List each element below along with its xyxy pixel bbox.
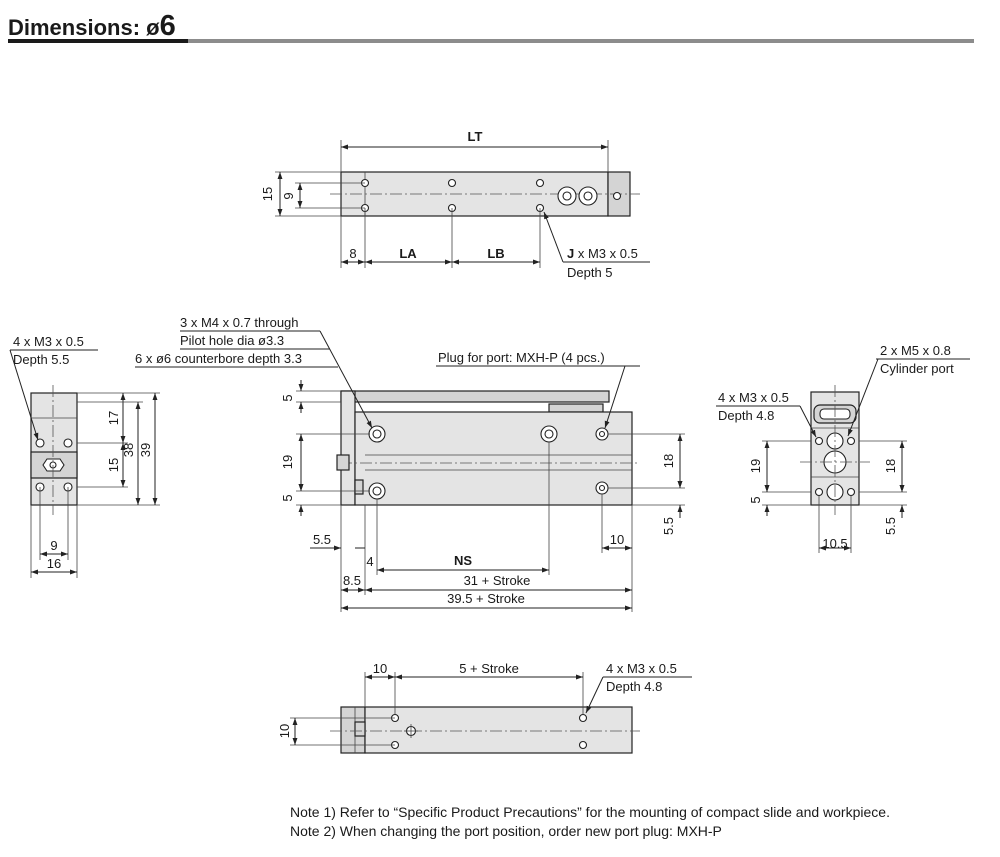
title-symbol: ø [146,15,160,40]
title-prefix: Dimensions: [8,15,147,40]
dim-19-right: 19 [748,459,763,473]
dim-17: 17 [106,411,121,425]
title-rule [8,39,974,43]
mounting-hole [35,438,45,448]
note-2: Note 2) When changing the port position,… [290,823,722,839]
notes: Note 1) Refer to “Specific Product Preca… [290,803,890,841]
dim-8: 8 [349,246,356,261]
dim-10: 10 [610,532,624,547]
title-rule-accent [8,39,188,43]
callout-pilot: Pilot hole dia ø3.3 [180,333,284,348]
front-end-plate [340,390,356,506]
dim-5-bottom: 5 [280,494,295,501]
dim-15-left: 15 [106,458,121,472]
right-thread-depth: Depth 4.8 [718,408,774,423]
bottom-view-body [364,706,633,754]
dim-18: 18 [661,454,676,468]
callout-m4: 3 x M4 x 0.7 through [180,315,299,330]
dim-31-stroke: 31 + Stroke [464,573,531,588]
dim-5-stroke: 5 + Stroke [459,661,519,676]
thread-j-label: J x M3 x 0.5 [567,246,638,261]
right-view: 2 x M5 x 0.8 Cylinder port 4 x M3 x 0.5 … [716,343,970,553]
dim-5-right: 5 [748,496,763,503]
dim-lb: LB [487,246,504,261]
top-view: LT 15 9 8 LA LB J x M3 x 0.5 Depth 5 [260,129,650,280]
dim-8-5: 8.5 [343,573,361,588]
right-port-label: 2 x M5 x 0.8 [880,343,951,358]
right-port-caption: Cylinder port [880,361,954,376]
callout-counterbore: 6 x ø6 counterbore depth 3.3 [135,351,302,366]
page-title: Dimensions: ø6 [8,10,176,43]
note-1: Note 1) Refer to “Specific Product Preca… [290,804,890,820]
title-size: 6 [159,10,176,42]
mounting-hole [63,438,73,448]
left-view: 4 x M3 x 0.5 Depth 5.5 17 15 38 39 9 16 [9,334,160,578]
dim-19: 19 [280,455,295,469]
bottom-view: 10 5 + Stroke 4 x M3 x 0.5 Depth 4.8 10 [277,661,692,754]
dim-ns: NS [454,553,472,568]
dim-9: 9 [281,192,296,199]
title-bar: Dimensions: ø6 [8,6,974,44]
callout-plug: Plug for port: MXH-P (4 pcs.) [438,350,605,365]
dim-lt: LT [468,129,483,144]
front-view: 3 x M4 x 0.7 through Pilot hole dia ø3.3… [135,315,685,612]
dim-38: 38 [121,443,136,457]
mounting-hole [578,740,588,750]
dim-10-vertical: 10 [277,724,292,738]
mounting-hole [578,713,588,723]
dim-10-bottom: 10 [373,661,387,676]
dim-5-5-right: 5.5 [661,517,676,535]
front-view-body [354,411,633,506]
thread-j-depth: Depth 5 [567,265,613,280]
dim-18-right: 18 [883,459,898,473]
dim-39: 39 [138,443,153,457]
dim-9-left: 9 [50,538,57,553]
dim-10-5: 10.5 [822,536,847,551]
bottom-thread-label: 4 x M3 x 0.5 [606,661,677,676]
dim-5-5-rv: 5.5 [883,517,898,535]
dim-15: 15 [260,187,275,201]
bottom-thread-depth: Depth 4.8 [606,679,662,694]
dim-4: 4 [366,554,373,569]
left-thread-label: 4 x M3 x 0.5 [13,334,84,349]
dim-la: LA [399,246,417,261]
dim-16: 16 [47,556,61,571]
right-thread-label: 4 x M3 x 0.5 [718,390,789,405]
mounting-hole [447,178,457,188]
dim-39-5-stroke: 39.5 + Stroke [447,591,525,606]
left-thread-depth: Depth 5.5 [13,352,69,367]
dim-5-5-left: 5.5 [313,532,331,547]
front-table [340,390,610,403]
dim-5-top: 5 [280,394,295,401]
mounting-hole [535,178,545,188]
